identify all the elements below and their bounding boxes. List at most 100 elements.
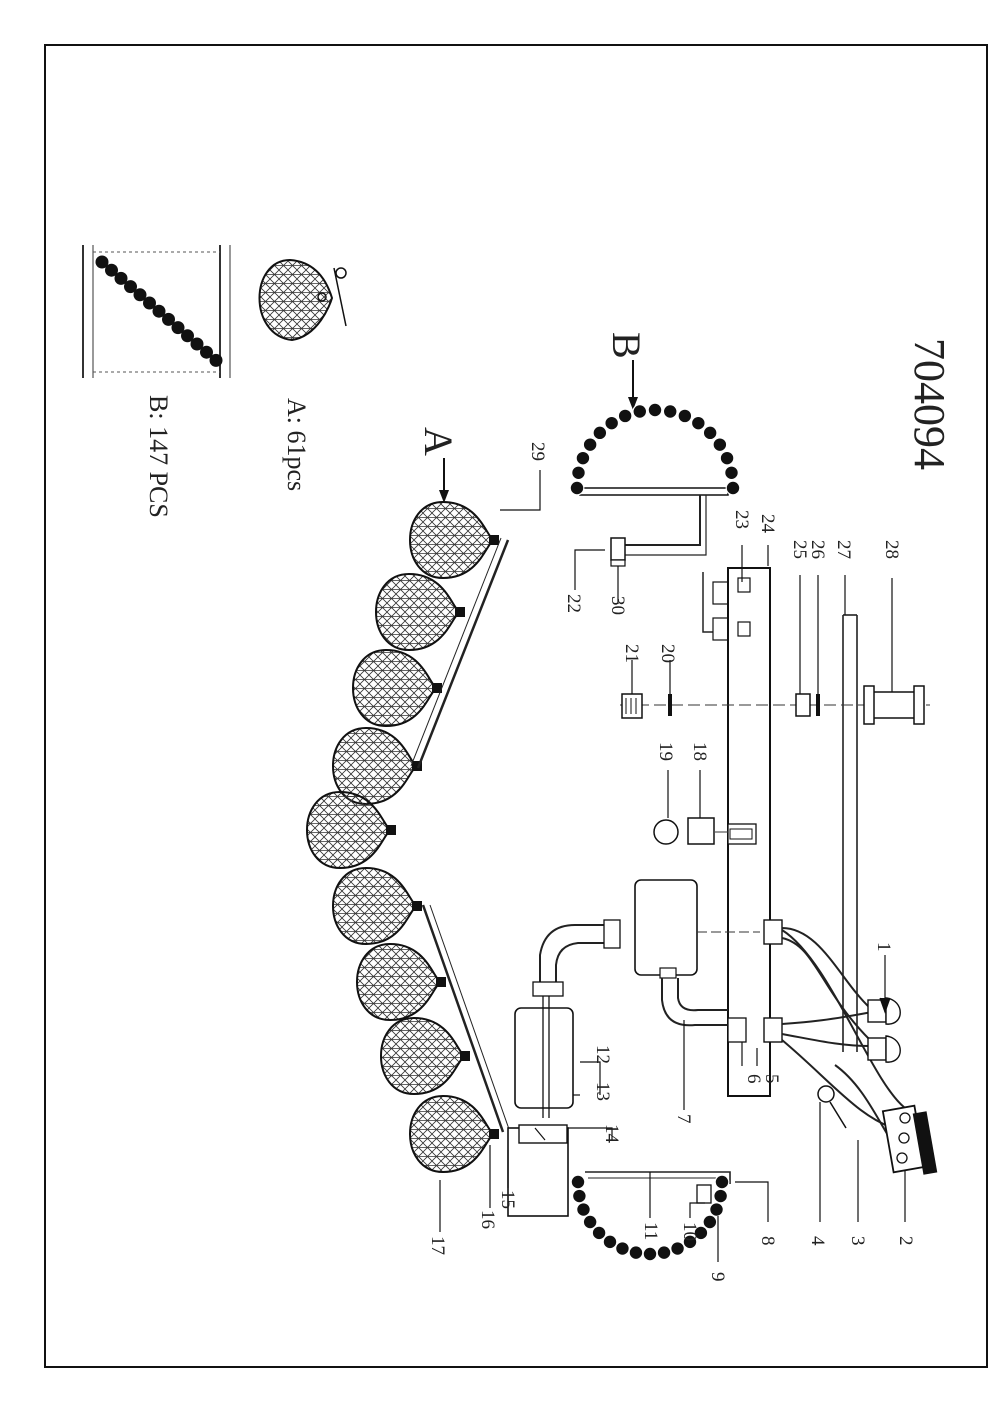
bead (628, 1245, 644, 1261)
part-number-label: 19 (655, 742, 676, 761)
part-number-label: 22 (563, 594, 584, 613)
part-number-label: 10 (679, 1222, 700, 1241)
bead (682, 1234, 698, 1250)
bead (604, 415, 620, 431)
bead (162, 312, 175, 326)
bead (690, 415, 706, 431)
bead (95, 255, 109, 269)
part-number-label: 7 (673, 1114, 694, 1124)
bead (677, 408, 693, 424)
bead (662, 404, 678, 419)
bead (712, 437, 728, 453)
bead (719, 450, 735, 466)
bead (617, 408, 633, 424)
bead (200, 345, 213, 359)
part-number-label: 12 (592, 1045, 613, 1064)
crystal-pendant (409, 500, 499, 580)
part-number-label: 27 (833, 540, 854, 559)
bead-strand-sample (82, 245, 231, 378)
bead (724, 465, 739, 481)
crystal-pendant (332, 726, 422, 806)
part-number-label: 9 (707, 1272, 728, 1282)
part-number-label: 24 (757, 514, 778, 534)
bead (582, 1214, 598, 1230)
bead (133, 288, 147, 302)
group-b-label: B (604, 332, 649, 359)
part-number-label: 30 (607, 596, 628, 615)
part-number-label: 16 (477, 1210, 498, 1229)
crystal-pendant (332, 866, 422, 946)
crystal-pendant (375, 572, 465, 652)
bead (656, 1245, 672, 1261)
bead (642, 1246, 658, 1262)
crystal-pendants (306, 500, 499, 1174)
part-number-label: 4 (807, 1236, 828, 1246)
bead (181, 329, 194, 343)
part-number-label: 20 (657, 644, 678, 663)
bead (591, 1225, 607, 1241)
bead (693, 1225, 709, 1241)
part-number-label: 11 (640, 1222, 661, 1240)
bead (190, 337, 204, 351)
part-number-label: 6 (743, 1074, 764, 1084)
part-number-label: 15 (497, 1190, 518, 1209)
bead (709, 1202, 724, 1217)
bead (670, 1241, 685, 1256)
part-number-label: 5 (761, 1074, 782, 1084)
bead (582, 437, 598, 453)
bead (569, 480, 585, 496)
bead (615, 1241, 630, 1256)
bead (702, 1214, 718, 1230)
bead (114, 271, 128, 285)
bead (105, 263, 118, 277)
bead (124, 280, 137, 294)
bead (152, 304, 166, 318)
bead (713, 1188, 729, 1204)
lamp-holder (867, 997, 901, 1025)
bead (143, 296, 156, 310)
crystal-sample (258, 258, 347, 342)
bead (209, 353, 223, 367)
lamp-holder (867, 1035, 901, 1063)
bead (576, 1202, 591, 1217)
part-number-label: 26 (807, 540, 828, 559)
part-number-label: 21 (621, 644, 642, 663)
legend-a-count: A: 61pcs (282, 398, 311, 491)
part-number-label: 2 (895, 1236, 916, 1246)
bead (632, 404, 648, 419)
part-number-label: 29 (527, 442, 548, 461)
bead (171, 321, 185, 335)
part-number-label: 18 (689, 742, 710, 761)
bead (714, 1174, 730, 1190)
bead (570, 1174, 586, 1190)
part-number-label: 13 (592, 1082, 613, 1101)
upper-bead-ring (569, 402, 741, 496)
part-number-label: 8 (757, 1236, 778, 1246)
bead (571, 465, 586, 481)
bead (647, 402, 663, 418)
part-number-label: 28 (881, 540, 902, 559)
bead (602, 1234, 618, 1250)
crystal-pendant (380, 1016, 470, 1096)
crystal-pendant (352, 648, 442, 728)
part-number-label: 14 (601, 1124, 622, 1144)
model-number: 704094 (905, 338, 954, 470)
group-a-label: A (416, 427, 461, 456)
part-number-label: 17 (427, 1236, 448, 1255)
part-number-label: 23 (731, 510, 752, 529)
crystal-pendant (306, 790, 396, 870)
page-border (44, 44, 988, 1368)
legend-b-count: B: 147 PCS (144, 395, 173, 518)
bead (702, 425, 718, 441)
part-number-label: 25 (789, 540, 810, 559)
crystal-pendant (356, 942, 446, 1022)
crystal-pendant (409, 1094, 499, 1174)
part-number-label: 1 (873, 942, 894, 952)
bead (575, 450, 591, 466)
part-number-label: 3 (847, 1236, 868, 1246)
terminal-block (881, 1104, 938, 1175)
bead (592, 425, 608, 441)
bead (571, 1188, 587, 1204)
